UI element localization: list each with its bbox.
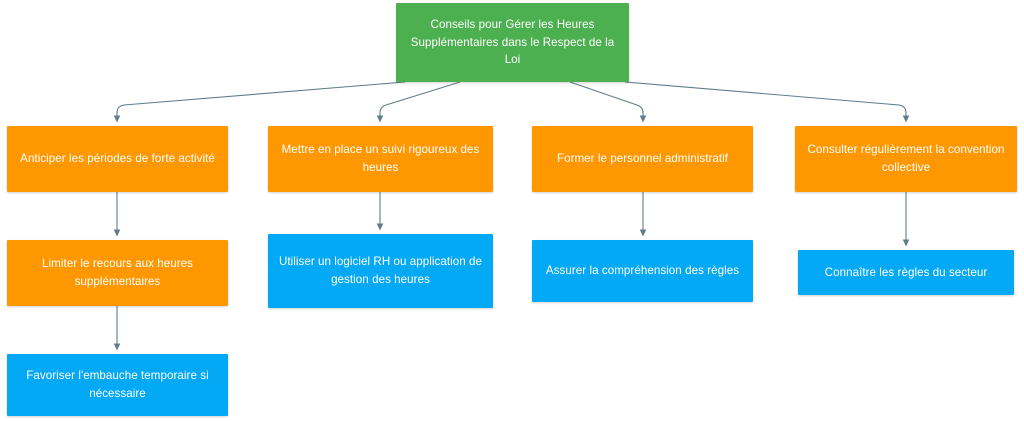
node-former-personnel-administratif[interactable]: Former le personnel administratif: [532, 126, 753, 192]
node-assurer-comprehension-regles[interactable]: Assurer la compréhension des règles: [532, 240, 753, 302]
node-utiliser-logiciel-rh[interactable]: Utiliser un logiciel RH ou application d…: [268, 234, 493, 308]
node-connaitre-regles-secteur[interactable]: Connaître les règles du secteur: [798, 250, 1014, 295]
connector-root-to-branch-4: [624, 81, 910, 123]
connector-root-to-branch-3: [569, 81, 647, 123]
connector-root-to-branch-2: [376, 81, 461, 123]
root-node[interactable]: Conseils pour Gérer les Heures Supplémen…: [396, 3, 629, 82]
node-mettre-en-place-suivi-rigoureux[interactable]: Mettre en place un suivi rigoureux des h…: [268, 126, 493, 192]
node-anticiper-periodes-forte-activite[interactable]: Anticiper les périodes de forte activité: [7, 126, 228, 192]
node-consulter-convention-collective[interactable]: Consulter régulièrement la convention co…: [795, 126, 1017, 192]
node-favoriser-embauche-temporaire[interactable]: Favoriser l'embauche temporaire si néces…: [7, 354, 228, 416]
connector-root-to-branch-1: [113, 81, 406, 123]
node-limiter-recours-heures-supplementaires[interactable]: Limiter le recours aux heures supplément…: [7, 240, 228, 306]
